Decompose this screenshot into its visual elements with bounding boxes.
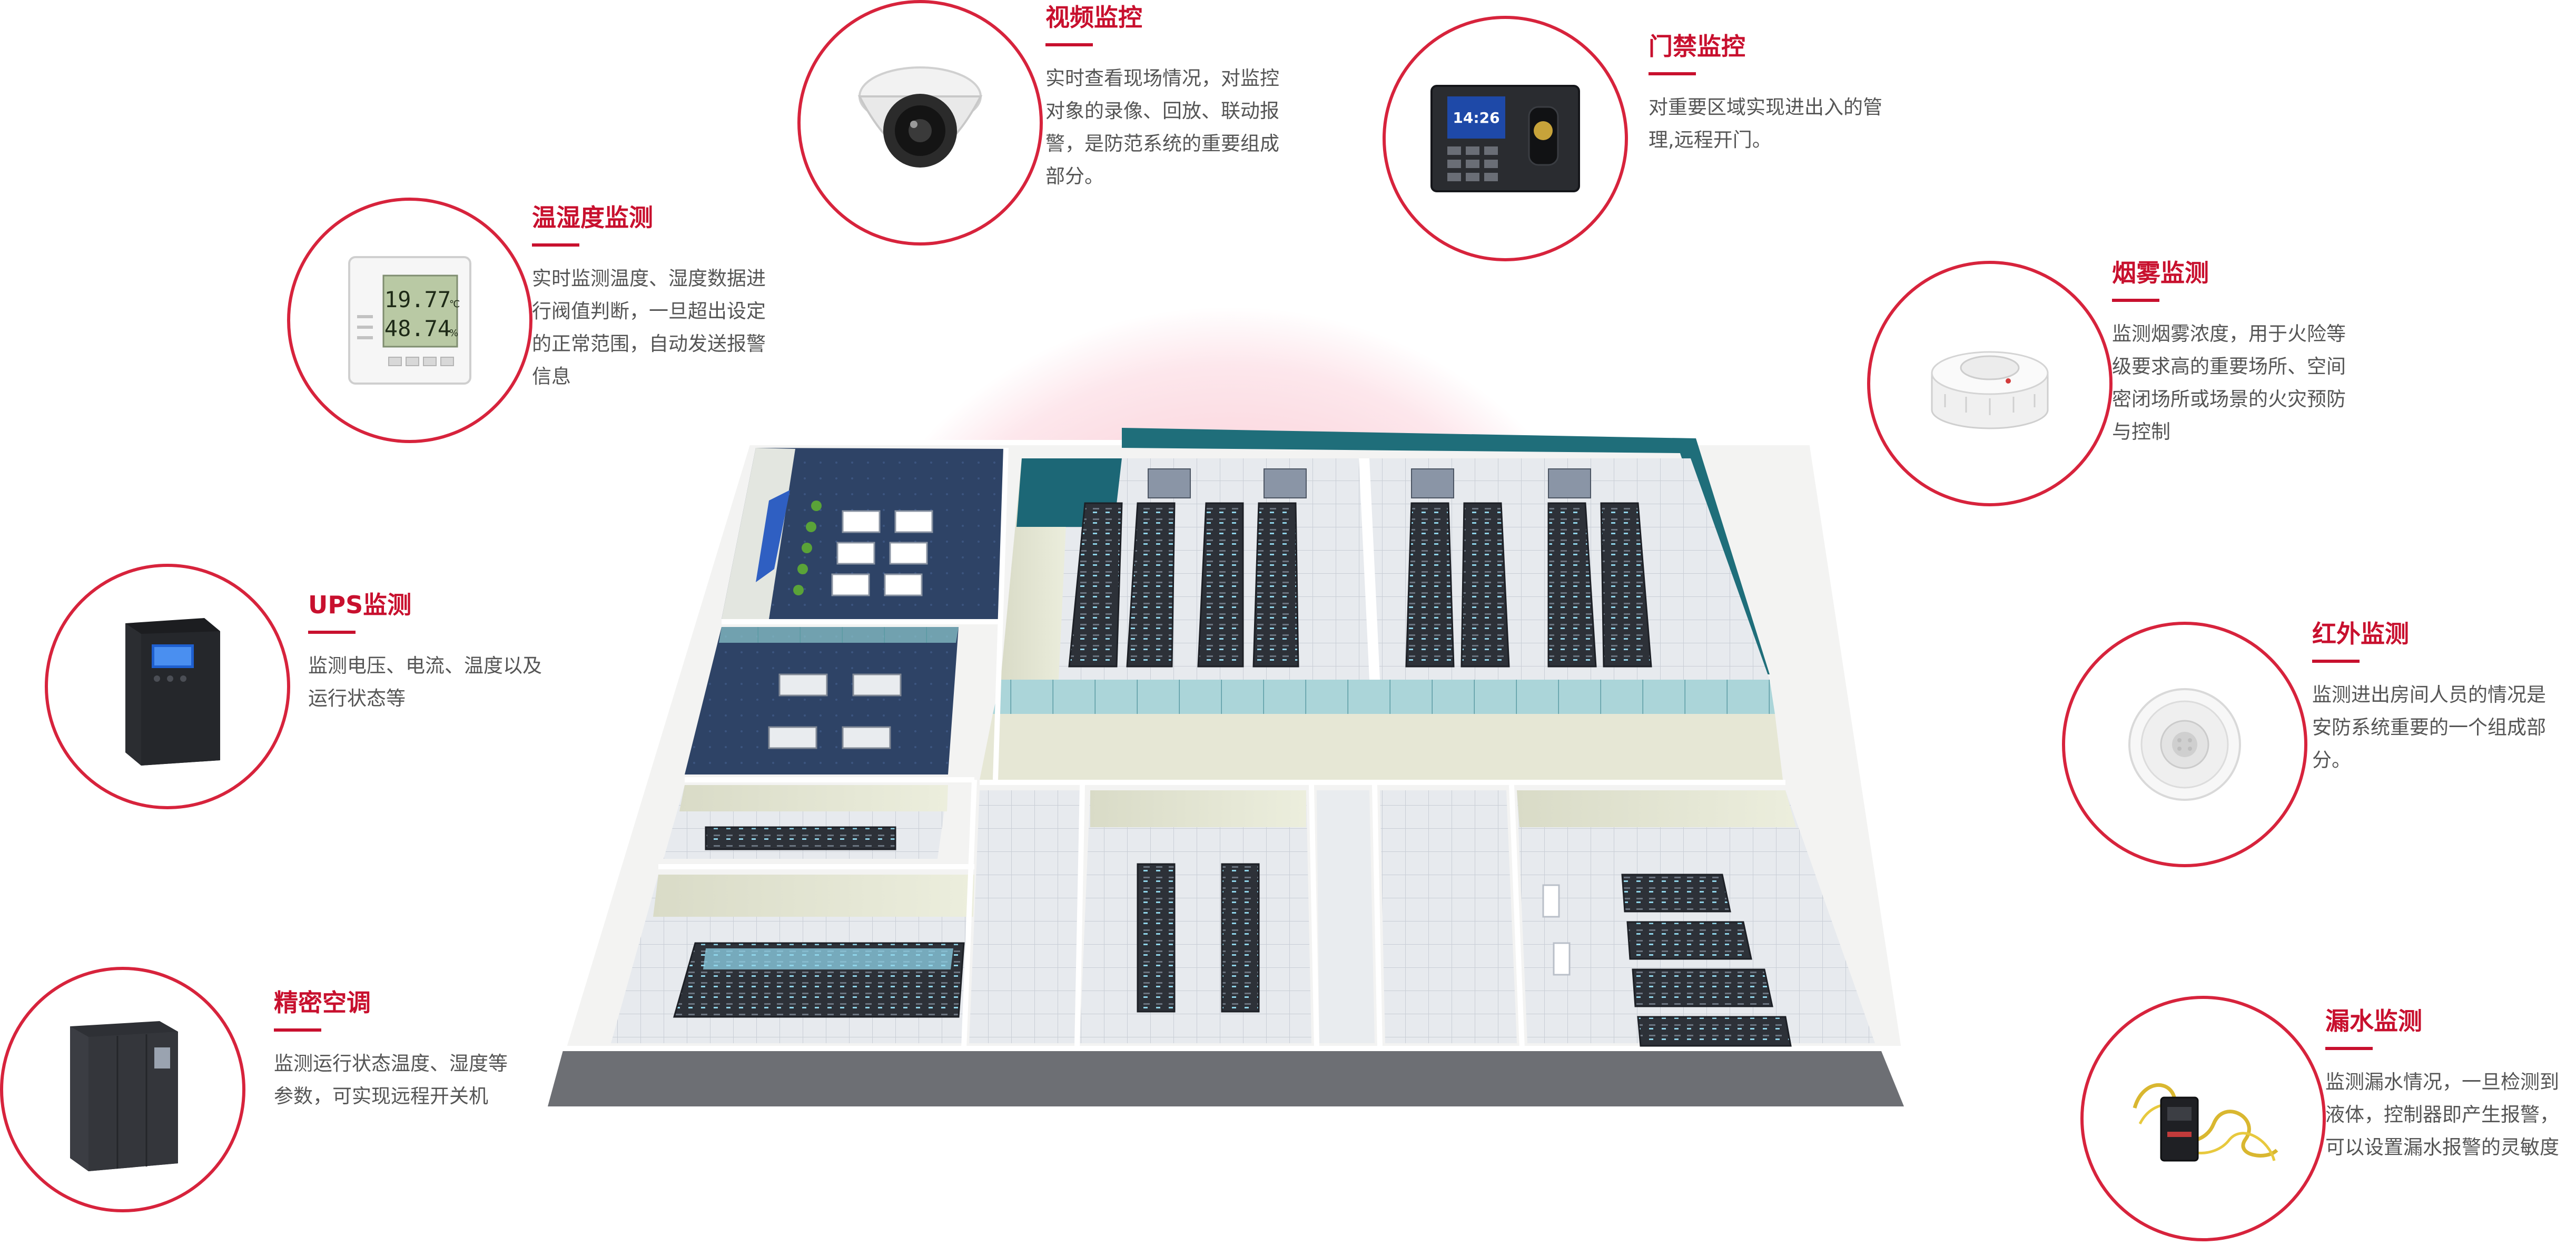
infrared-sensor-icon [2128,688,2241,801]
floor-slab-side [548,1048,1904,1106]
thermo-hygrometer-icon: 19.77 ℃ 48.74 % [348,256,471,385]
server-rack-row [1068,502,1652,668]
precision-ac-title: 精密空调 [274,988,371,1017]
title-underline [2312,660,2360,663]
corridor-floor [980,714,1783,780]
video-monitoring-desc: 实时查看现场情况，对监控对象的录像、回放、联动报警，是防范系统的重要组成部分。 [1045,67,1279,188]
water-leak-block: 漏水监测 监测漏水情况，一旦检测到液体，控制器即产生报警，可以设置漏水报警的灵敏… [2325,1009,2573,1164]
room-office-display [722,448,1006,619]
precision-ac-block: 精密空调 监测运行状态温度、湿度等参数，可实现远程开关机 [274,991,521,1113]
room-server-hall [1001,458,1770,680]
smoke-detector-icon [1931,351,2049,429]
title-underline [532,243,579,247]
precision-ac-desc: 监测运行状态温度、湿度等参数，可实现远程开关机 [274,1052,508,1107]
temperature-humidity-title: 温湿度监测 [532,203,653,232]
room-tiled-center [969,790,1080,1043]
smoke-detector-device [1867,261,2113,506]
infrared-block: 红外监测 监测进出房间人员的情况是安防系统重要的一个组成部分。 [2312,622,2560,777]
infrared-title: 红外监测 [2312,620,2409,648]
temperature-humidity-desc: 实时监测温度、湿度数据进行阀值判断，一旦超出设定的正常范围，自动发送报警信息 [532,267,766,388]
water-leak-device [2080,996,2326,1241]
water-leak-title: 漏水监测 [2325,1007,2422,1035]
smoke-detection-title: 烟雾监测 [2112,259,2209,287]
ups-device [45,564,290,809]
display-humidity: 48.74 [384,316,451,341]
smoke-detection-desc: 监测烟雾浓度，用于火险等级要求高的重要场所、空间密闭场所或场景的火灾预防与控制 [2112,322,2346,443]
ups-monitoring-block: UPS监测 监测电压、电流、温度以及运行状态等 [308,593,556,715]
video-monitoring-block: 视频监控 实时查看现场情况，对监控对象的录像、回放、联动报警，是防范系统的重要组… [1045,5,1293,193]
title-underline [2325,1047,2373,1050]
thermo-hygrometer-device: 19.77 ℃ 48.74 % [287,198,532,443]
access-control-terminal-icon: 14:26 [1430,85,1580,192]
room-narrow-corridor [1317,790,1375,1043]
ups-monitoring-title: UPS监测 [308,591,412,619]
smoke-detection-block: 烟雾监测 监测烟雾浓度，用于火险等级要求高的重要场所、空间密闭场所或场景的火灾预… [2112,261,2360,448]
water-leak-sensor-icon [2133,1083,2278,1162]
title-underline [1045,43,1093,46]
display-temperature: 19.77 [384,287,451,312]
display-temperature-unit: ℃ [449,299,460,310]
title-underline [1649,72,1696,75]
title-underline [308,631,356,634]
room-dual-rack [1080,790,1311,1043]
video-monitoring-title: 视频监控 [1045,3,1142,32]
infrared-desc: 监测进出房间人员的情况是安防系统重要的一个组成部分。 [2312,683,2546,771]
room-glass-office [685,627,959,775]
title-underline [274,1028,321,1032]
room-battery-small [664,785,948,859]
water-leak-desc: 监测漏水情况，一旦检测到液体，控制器即产生报警，可以设置漏水报警的灵敏度 [2325,1071,2559,1159]
room-empty-tiled [1380,790,1517,1043]
interior-walls [658,447,1785,1049]
title-underline [2112,299,2159,302]
precision-ac-device [0,967,245,1212]
access-control-title: 门禁监控 [1649,32,1745,61]
access-control-desc: 对重要区域实现进出入的管理,远程开门。 [1649,96,1882,151]
dome-camera-icon [857,66,983,168]
infrared-sensor-device [2062,622,2307,867]
access-control-device: 14:26 [1383,16,1628,261]
glass-corridor [993,680,1775,714]
dome-camera-device [797,0,1043,246]
access-control-block: 门禁监控 对重要区域实现进出入的管理,远程开门。 [1649,34,1896,156]
display-humidity-unit: % [449,328,458,339]
room-battery-large [611,875,974,1043]
room-battery-bank [1517,790,1875,1047]
ups-monitoring-desc: 监测电压、电流、温度以及运行状态等 [308,654,542,710]
precision-air-conditioner-icon [70,1021,178,1171]
data-center-floorplan [548,428,1907,1106]
temperature-humidity-block: 温湿度监测 实时监测温度、湿度数据进行阀值判断，一旦超出设定的正常范围，自动发送… [532,205,779,393]
terminal-screen-time: 14:26 [1453,109,1499,126]
ups-unit-icon [125,618,220,766]
